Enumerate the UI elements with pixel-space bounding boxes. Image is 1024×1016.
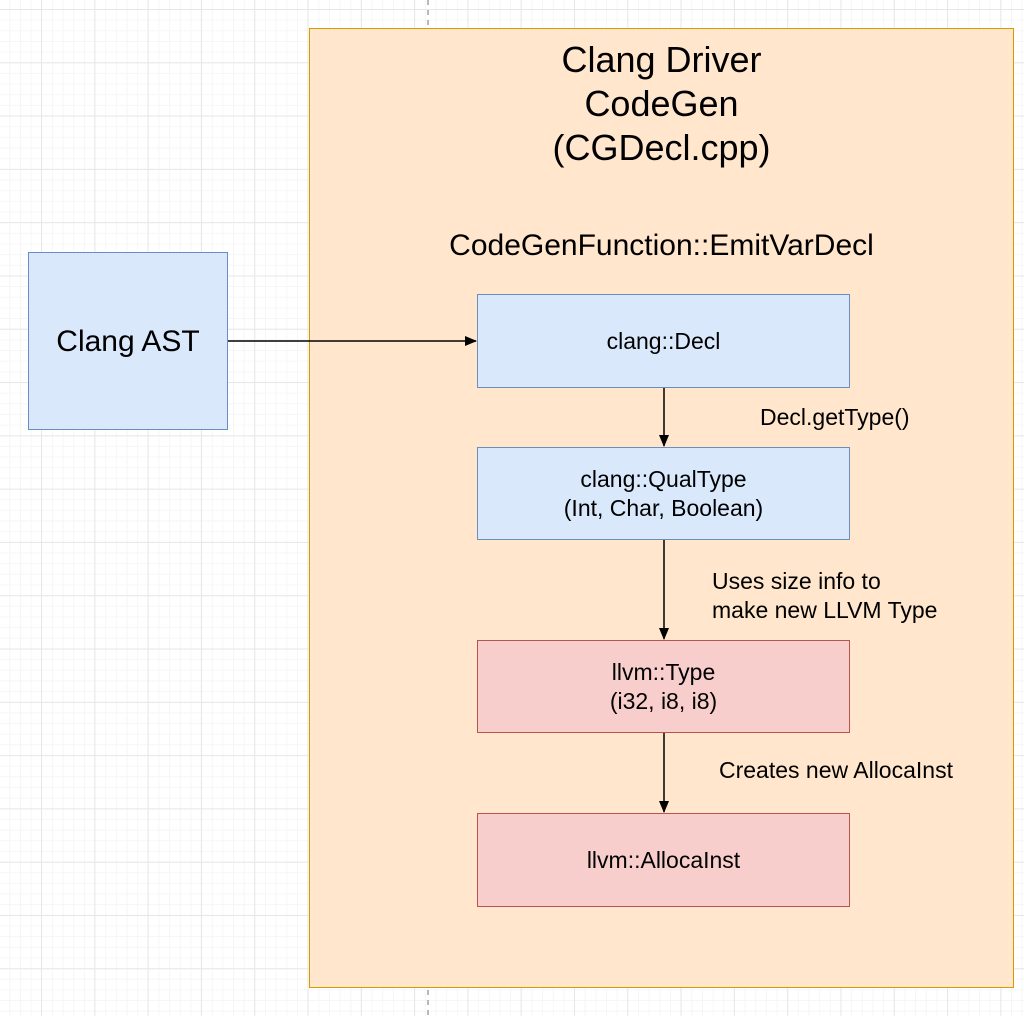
node-llvm-allocainst[interactable]: llvm::AllocaInst <box>477 813 850 907</box>
node-llvm-type[interactable]: llvm::Type (i32, i8, i8) <box>477 640 850 733</box>
group-title: Clang Driver CodeGen (CGDecl.cpp) <box>552 39 771 168</box>
node-clang-decl[interactable]: clang::Decl <box>477 294 850 388</box>
group-subtitle: CodeGenFunction::EmitVarDecl <box>449 229 874 262</box>
node-clang-qualtype[interactable]: clang::QualType (Int, Char, Boolean) <box>477 447 850 540</box>
edge-label-decl-gettype[interactable]: Decl.getType() <box>760 404 910 430</box>
node-clang-ast-label: Clang AST <box>56 324 200 358</box>
node-clang-decl-label: clang::Decl <box>606 327 721 354</box>
edge-label-uses-size-info[interactable]: Uses size info to make new LLVM Type <box>712 568 938 623</box>
node-clang-qualtype-label: clang::QualType (Int, Char, Boolean) <box>563 465 764 521</box>
node-clang-ast[interactable]: Clang AST <box>28 252 228 430</box>
node-llvm-type-label: llvm::Type (i32, i8, i8) <box>609 658 718 714</box>
node-llvm-allocainst-label: llvm::AllocaInst <box>586 846 741 873</box>
edge-label-creates-allocainst[interactable]: Creates new AllocaInst <box>719 757 953 783</box>
